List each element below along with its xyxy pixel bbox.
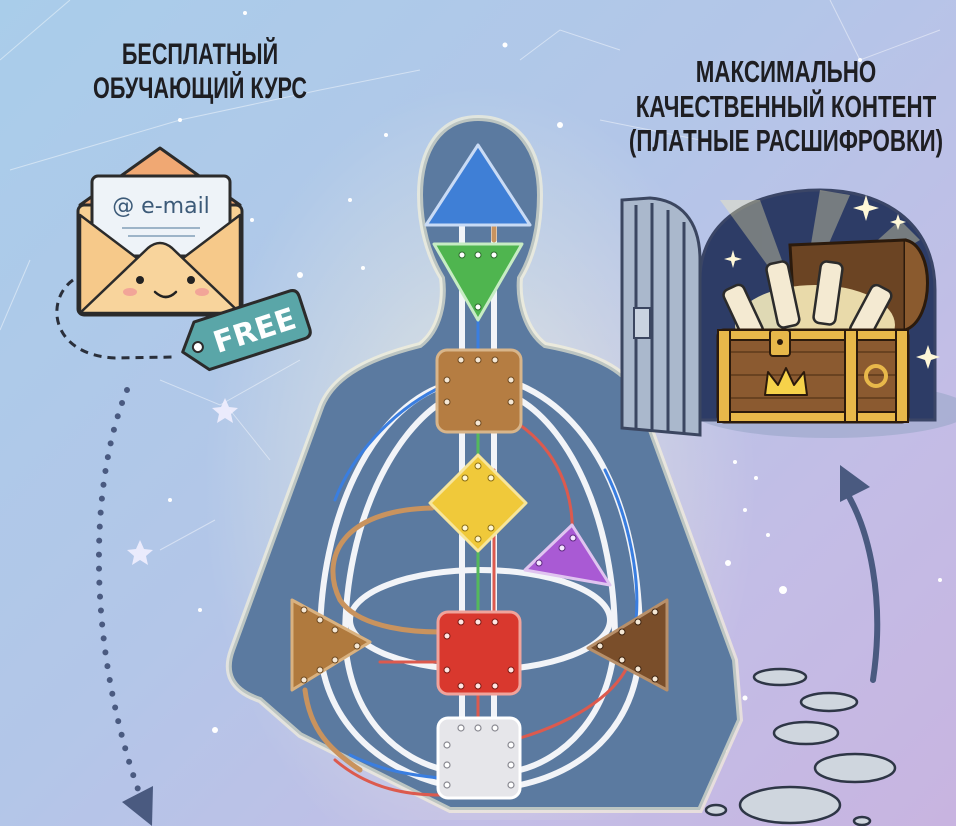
stepping-stone — [772, 720, 840, 746]
heart-center — [523, 523, 612, 587]
head-center — [424, 143, 532, 227]
free-course-caption-line1: БЕСПЛАТНЫЙ — [121, 38, 279, 71]
free-course-caption: БЕСПЛАТНЫЙ ОБУЧАЮЩИЙ КУРС — [56, 38, 344, 105]
stepping-stone — [813, 752, 897, 784]
premium-caption-line1: МАКСИМАЛЬНО — [695, 54, 877, 89]
stepping-stone — [704, 803, 728, 817]
free-tag: FREE — [181, 289, 312, 372]
envelope-eye-right — [187, 276, 195, 284]
spleen-center — [290, 598, 372, 692]
solar-plexus-center — [586, 598, 669, 692]
premium-caption-line2: КАЧЕСТВЕННЫЙ КОНТЕНТ — [635, 88, 937, 124]
g-center — [428, 453, 528, 553]
email-label: @ e-mail — [112, 194, 210, 219]
stepping-stone — [852, 815, 872, 826]
envelope-eye-left — [136, 276, 144, 284]
ajna-center — [432, 242, 524, 322]
root-center — [436, 716, 522, 800]
stepping-stone — [752, 667, 808, 687]
sacral-center — [436, 610, 522, 696]
throat-center — [435, 348, 523, 434]
premium-caption-line3: (ПЛАТНЫЕ РАСШИФРОВКИ) — [628, 123, 944, 159]
stepping-stone — [738, 785, 842, 825]
stepping-stone — [799, 691, 859, 713]
crown-icon — [764, 367, 808, 396]
premium-content-caption: МАКСИМАЛЬНО КАЧЕСТВЕННЫЙ КОНТЕНТ (ПЛАТНЫ… — [606, 54, 956, 159]
free-course-caption-line2: ОБУЧАЮЩИЙ КУРС — [93, 71, 307, 105]
